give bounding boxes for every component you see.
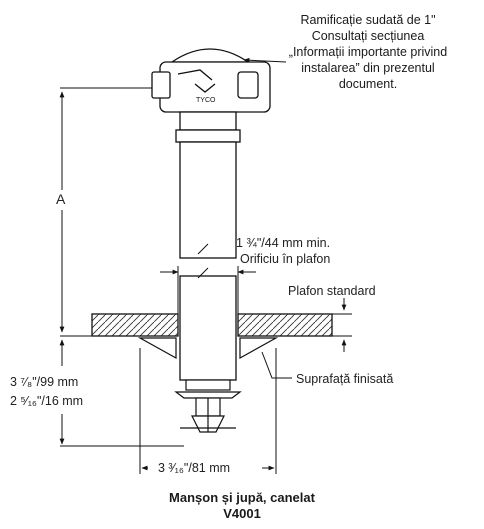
hole-size-label: 1 ¾"/44 mm min. <box>236 236 331 250</box>
note-line: Consultați secțiunea <box>311 29 425 43</box>
dim-left-label-2: 2 ⁵⁄₁₆"/16 mm <box>10 394 84 408</box>
pipe-upper <box>175 111 241 259</box>
dim-ceiling <box>332 298 352 352</box>
dim-lower-left <box>59 339 184 447</box>
dim-a-label: A <box>56 191 66 207</box>
note-line: Ramificație sudată de 1" <box>300 13 436 27</box>
ceiling-right <box>237 313 333 337</box>
dim-left-label-1: 3 ⁷⁄₈"/99 mm <box>10 375 79 389</box>
caption-model: V4001 <box>223 506 261 521</box>
caption-title: Manșon și jupă, canelat <box>169 490 315 505</box>
finished-surface-label: Suprafață finisată <box>296 372 394 386</box>
dim-a <box>59 87 152 337</box>
pipe-lower <box>179 267 237 381</box>
note-line: document. <box>338 77 398 91</box>
finished-surface-leader <box>261 351 292 379</box>
note-line: instalarea” din prezentul <box>301 61 435 75</box>
hole-text-label: Orificiu în plafon <box>240 252 331 266</box>
ceiling-left <box>91 313 179 337</box>
dim-bottom <box>139 348 277 474</box>
dim-hole <box>160 266 256 314</box>
svg-text:TYCO: TYCO <box>196 97 216 104</box>
note-line: „Informații importante privind <box>288 45 448 59</box>
outlet-leader <box>243 57 287 63</box>
sprinkler-head <box>174 379 242 433</box>
standard-ceiling-label: Plafon standard <box>288 284 376 298</box>
dim-width-label: 3 ³⁄₁₆"/81 mm <box>156 461 233 476</box>
outlet-note: Ramificație sudată de 1" Consultați secț… <box>268 12 468 92</box>
welded-outlet: TYCO <box>151 48 271 113</box>
escutcheon <box>137 337 177 360</box>
